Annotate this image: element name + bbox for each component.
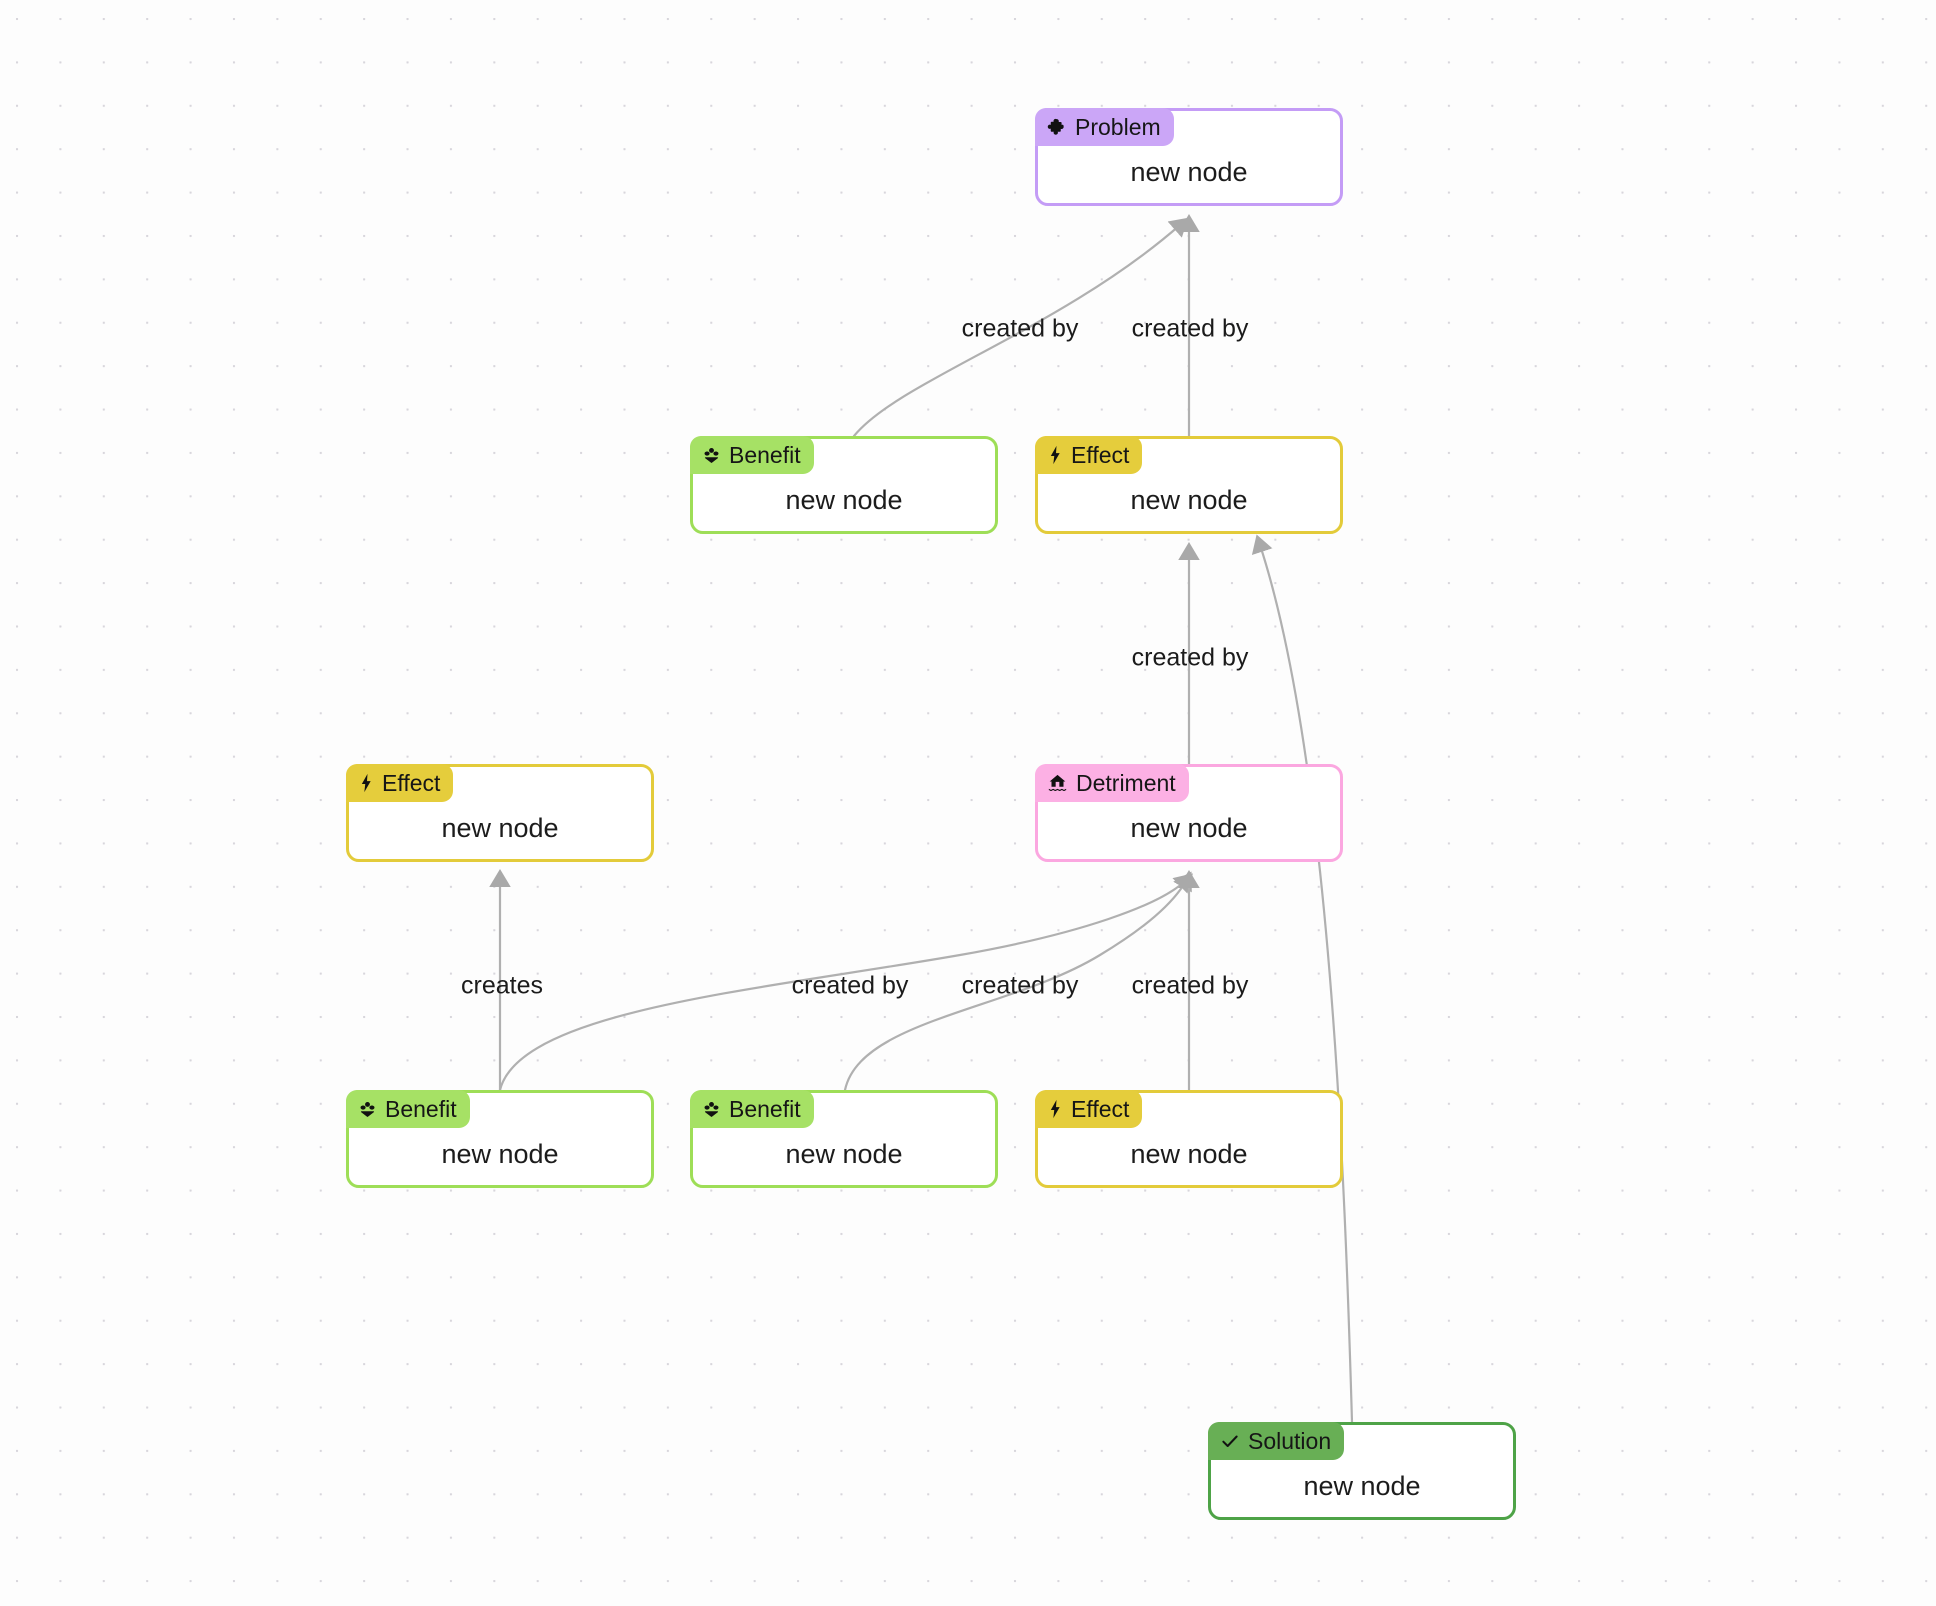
edge-label-benefit-left-to-detriment: created by	[791, 971, 909, 1000]
node-title[interactable]: new node	[785, 485, 903, 515]
check-icon	[1220, 1431, 1240, 1451]
house-flood-icon	[1047, 773, 1068, 793]
node-header-solution: Solution	[1208, 1422, 1345, 1460]
node-detriment[interactable]: Detriment new node	[1035, 764, 1343, 862]
node-effect-bottom-right[interactable]: Effect new node	[1035, 1090, 1343, 1188]
edge-solution-to-effect	[1251, 534, 1354, 1424]
node-benefit-bottom-left[interactable]: Benefit new node	[346, 1090, 654, 1188]
node-problem[interactable]: Problem new node	[1035, 108, 1343, 206]
edge-label-benefit-creates-effect: creates	[461, 971, 543, 1000]
node-type-label: Benefit	[385, 1095, 457, 1122]
node-effect-upper[interactable]: Effect new node	[1035, 436, 1343, 534]
edge-label-benefit-to-problem: created by	[961, 314, 1079, 343]
edge-label-effect-to-detriment: created by	[1131, 971, 1249, 1000]
node-title[interactable]: new node	[1130, 485, 1248, 515]
node-type-label: Benefit	[729, 441, 801, 468]
node-type-label: Problem	[1075, 113, 1161, 140]
node-type-label: Effect	[382, 769, 441, 796]
edge-label-benefit-mid-to-detriment: created by	[961, 971, 1079, 1000]
node-type-label: Effect	[1071, 441, 1130, 468]
node-benefit-upper[interactable]: Benefit new node	[690, 436, 998, 534]
node-header-effect: Effect	[1035, 436, 1143, 474]
flower-icon	[702, 1100, 721, 1119]
node-title[interactable]: new node	[785, 1139, 903, 1169]
puzzle-piece-icon	[1047, 117, 1067, 137]
node-type-label: Solution	[1248, 1427, 1332, 1454]
node-effect-left[interactable]: Effect new node	[346, 764, 654, 862]
lightning-bolt-icon	[358, 773, 374, 793]
node-solution[interactable]: Solution new node	[1208, 1422, 1516, 1520]
lightning-bolt-icon	[1047, 445, 1063, 465]
edge-label-effect-to-problem: created by	[1131, 314, 1249, 343]
flower-icon	[702, 446, 721, 465]
node-header-detriment: Detriment	[1035, 764, 1189, 802]
flower-icon	[358, 1100, 377, 1119]
node-header-problem: Problem	[1035, 108, 1174, 146]
node-title[interactable]: new node	[441, 1139, 559, 1169]
node-header-benefit: Benefit	[690, 436, 814, 474]
node-header-benefit: Benefit	[346, 1090, 470, 1128]
node-benefit-bottom-mid[interactable]: Benefit new node	[690, 1090, 998, 1188]
node-header-benefit: Benefit	[690, 1090, 814, 1128]
lightning-bolt-icon	[1047, 1099, 1063, 1119]
node-title[interactable]: new node	[1130, 1139, 1248, 1169]
node-type-label: Benefit	[729, 1095, 801, 1122]
edge-label-detriment-to-effect: created by	[1131, 643, 1249, 672]
node-type-label: Detriment	[1076, 769, 1176, 796]
node-header-effect: Effect	[346, 764, 454, 802]
node-title[interactable]: new node	[441, 813, 559, 843]
node-title[interactable]: new node	[1130, 813, 1248, 843]
node-type-label: Effect	[1071, 1095, 1130, 1122]
node-title[interactable]: new node	[1303, 1471, 1421, 1501]
node-header-effect: Effect	[1035, 1090, 1143, 1128]
node-title[interactable]: new node	[1130, 157, 1248, 187]
